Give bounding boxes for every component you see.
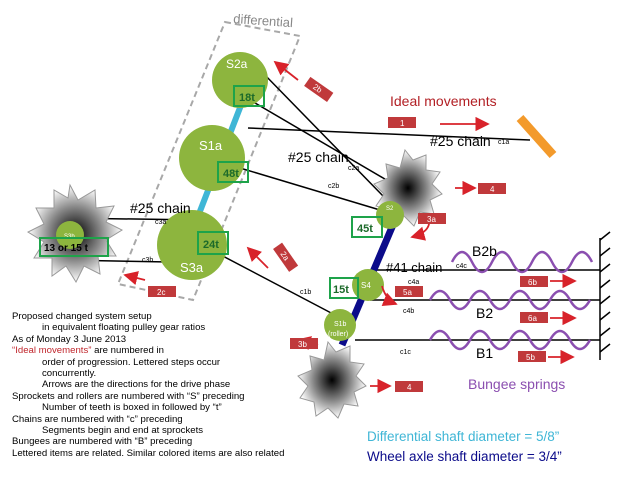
ideal-movements-label: Ideal movements <box>390 93 497 109</box>
tag-4-top: 4 <box>490 185 495 194</box>
note-line: Lettered items are related. Similar colo… <box>12 447 285 459</box>
seg-c4b: c4b <box>403 308 414 315</box>
tag-3a: 3a <box>427 215 436 224</box>
sprocket-s2a <box>212 52 268 108</box>
seg-c3b: c3b <box>142 257 153 264</box>
teeth-18t: 18t <box>239 92 255 104</box>
seg-c2a: c2a <box>348 165 359 172</box>
tag-2c: 2c <box>157 288 165 297</box>
teeth-48t: 48t <box>223 168 239 180</box>
label-s4: S4 <box>361 281 371 290</box>
seg-c1c: c1c <box>400 349 411 356</box>
chain-label-25-left: #25 chain <box>130 200 191 216</box>
sprocket-s1b <box>324 309 356 341</box>
sprocket-s1a <box>179 125 245 191</box>
seg-c1a: c1a <box>498 139 509 146</box>
wall-anchor <box>599 231 611 360</box>
note-line: Segments begin and end at sprockets <box>42 425 204 437</box>
tag-6b: 6b <box>528 278 537 287</box>
seg-c3a: c3a <box>155 219 166 226</box>
note-line: Proposed changed system setup <box>12 311 152 322</box>
note-line: Bungees are numbered with “B” preceding <box>12 436 193 448</box>
chain-label-25-top: #25 chain <box>430 133 491 149</box>
teeth-box-15t <box>329 277 359 299</box>
label-s2a: S2a <box>226 57 248 71</box>
bungee-springs-label: Bungee springs <box>468 376 566 392</box>
label-s1b: S1b <box>334 321 347 328</box>
chain-upper-s2a-to-s2 <box>261 71 386 199</box>
bungee-b2b <box>450 250 594 274</box>
teeth-box-45t <box>351 216 383 238</box>
note-line: Chains are numbered with “c” preceding <box>12 413 183 425</box>
orange-bar <box>516 115 557 158</box>
label-s3a: S3a <box>180 260 204 275</box>
tag-4-bottom: 4 <box>407 383 412 392</box>
chain-c2a <box>237 92 396 186</box>
note-red-text: “Ideal movements” <box>12 345 92 357</box>
note-line: Arrows are the directions for the drive … <box>42 379 231 391</box>
tag-6a: 6a <box>528 314 537 323</box>
movement-tags: 1 2b 4 3a 2a 2c 5a 3b 4 6b 6a 5b <box>148 76 548 392</box>
note-line: in equivalent floating pulley gear ratio… <box>42 322 206 334</box>
note-line: concurrently. <box>42 368 97 380</box>
tag-5a: 5a <box>403 288 412 297</box>
teeth-box-18t <box>233 85 265 107</box>
differential-label: differential <box>233 11 294 30</box>
bungee-label-b2: B2 <box>476 305 493 321</box>
black-gear-bottom <box>297 340 367 419</box>
teeth-13or15t: 13 or 15 t <box>44 243 89 254</box>
chain-label-41: #41 chain <box>386 260 442 275</box>
bungee-b1 <box>428 329 592 351</box>
tag-5b: 5b <box>526 353 535 362</box>
differential-shaft-note: Differential shaft diameter = 5/8” <box>367 429 560 444</box>
teeth-45t: 45t <box>357 223 373 235</box>
seg-c4a: c4a <box>408 279 419 286</box>
bungee-label-b2b: B2b <box>472 243 497 259</box>
note-text: are numbered in <box>91 345 164 357</box>
bungee-springs <box>428 250 594 351</box>
teeth-box-48t <box>217 161 249 183</box>
note-line: “Ideal movements” are numbered in <box>12 345 312 356</box>
teeth-box-13or15t <box>39 237 109 257</box>
notes-block: Proposed changed system setup in equival… <box>12 311 312 459</box>
seg-c4c: c4c <box>456 263 467 270</box>
sprocket-s3a <box>157 210 227 280</box>
chain-label-25-mid: #25 chain <box>288 149 349 165</box>
label-roller: (roller) <box>328 331 348 338</box>
teeth-15t: 15t <box>333 284 349 296</box>
teeth-24t: 24t <box>203 239 219 251</box>
bungee-b2 <box>428 289 592 311</box>
teeth-box-24t <box>197 231 229 255</box>
tag-1: 1 <box>400 119 405 128</box>
chain-c2b <box>229 164 381 211</box>
chain-c1a <box>247 127 531 141</box>
bungee-label-b1: B1 <box>476 345 493 361</box>
differential-box <box>116 20 302 302</box>
note-line: As of Monday 3 June 2013 <box>12 333 127 345</box>
wheel-axle-shaft-note: Wheel axle shaft diameter = 3/4” <box>367 449 562 464</box>
note-line: order of progression. Lettered steps occ… <box>42 356 221 368</box>
sprocket-s4 <box>352 269 384 301</box>
seg-c1b: c1b <box>300 289 311 296</box>
seg-c2b: c2b <box>328 183 339 190</box>
sprocket-s3b <box>56 221 84 249</box>
movement-arrows <box>123 60 577 394</box>
note-line: Number of teeth is boxed in followed by … <box>42 402 222 414</box>
note-line: Sprockets and rollers are numbered with … <box>12 390 245 402</box>
tag-3b: 3b <box>298 340 307 349</box>
label-s1a: S1a <box>199 138 223 153</box>
label-s2: S2 <box>386 206 394 212</box>
